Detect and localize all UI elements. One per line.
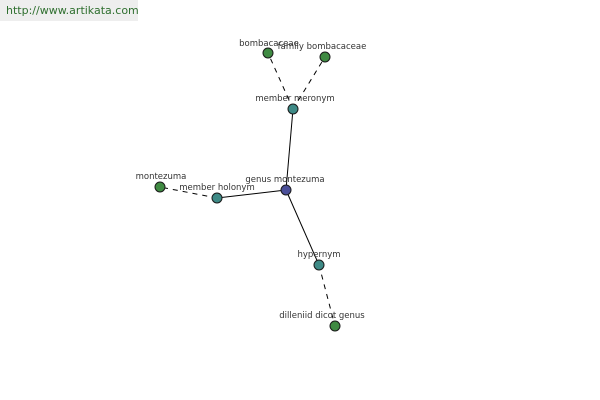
node-montezuma[interactable] bbox=[154, 181, 166, 193]
edge-member-meronym-family-bombacaceae bbox=[292, 56, 326, 110]
node-member-holonym[interactable] bbox=[211, 192, 223, 204]
edge-center-member-meronym bbox=[285, 108, 294, 191]
label-montezuma: montezuma bbox=[136, 172, 187, 182]
label-member-meronym: member meronym bbox=[255, 94, 334, 104]
node-genus-montezuma[interactable] bbox=[280, 184, 292, 196]
node-bombacaceae[interactable] bbox=[262, 47, 274, 59]
edge-hypernym-dilleniid bbox=[318, 264, 336, 327]
node-hypernym[interactable] bbox=[313, 259, 325, 271]
label-genus-montezuma: genus montezuma bbox=[245, 175, 324, 185]
label-dilleniid-dicot-genus: dilleniid dicot genus bbox=[279, 311, 365, 321]
edge-member-meronym-bombacaceae bbox=[267, 52, 294, 110]
edge-center-hypernym bbox=[285, 189, 320, 266]
node-member-meronym[interactable] bbox=[287, 103, 299, 115]
label-bombacaceae: bombacaceae bbox=[239, 39, 299, 49]
edge-center-member-holonym bbox=[216, 189, 287, 199]
url-banner: http://www.artikata.com bbox=[0, 0, 139, 21]
label-member-holonym: member holonym bbox=[179, 183, 254, 193]
label-family-bombacaceae: family bombacaceae bbox=[278, 42, 367, 52]
node-family-bombacaceae[interactable] bbox=[319, 51, 331, 63]
site-url[interactable]: http://www.artikata.com bbox=[6, 4, 139, 17]
label-hypernym: hypernym bbox=[297, 250, 340, 260]
node-dilleniid-dicot-genus[interactable] bbox=[329, 320, 341, 332]
